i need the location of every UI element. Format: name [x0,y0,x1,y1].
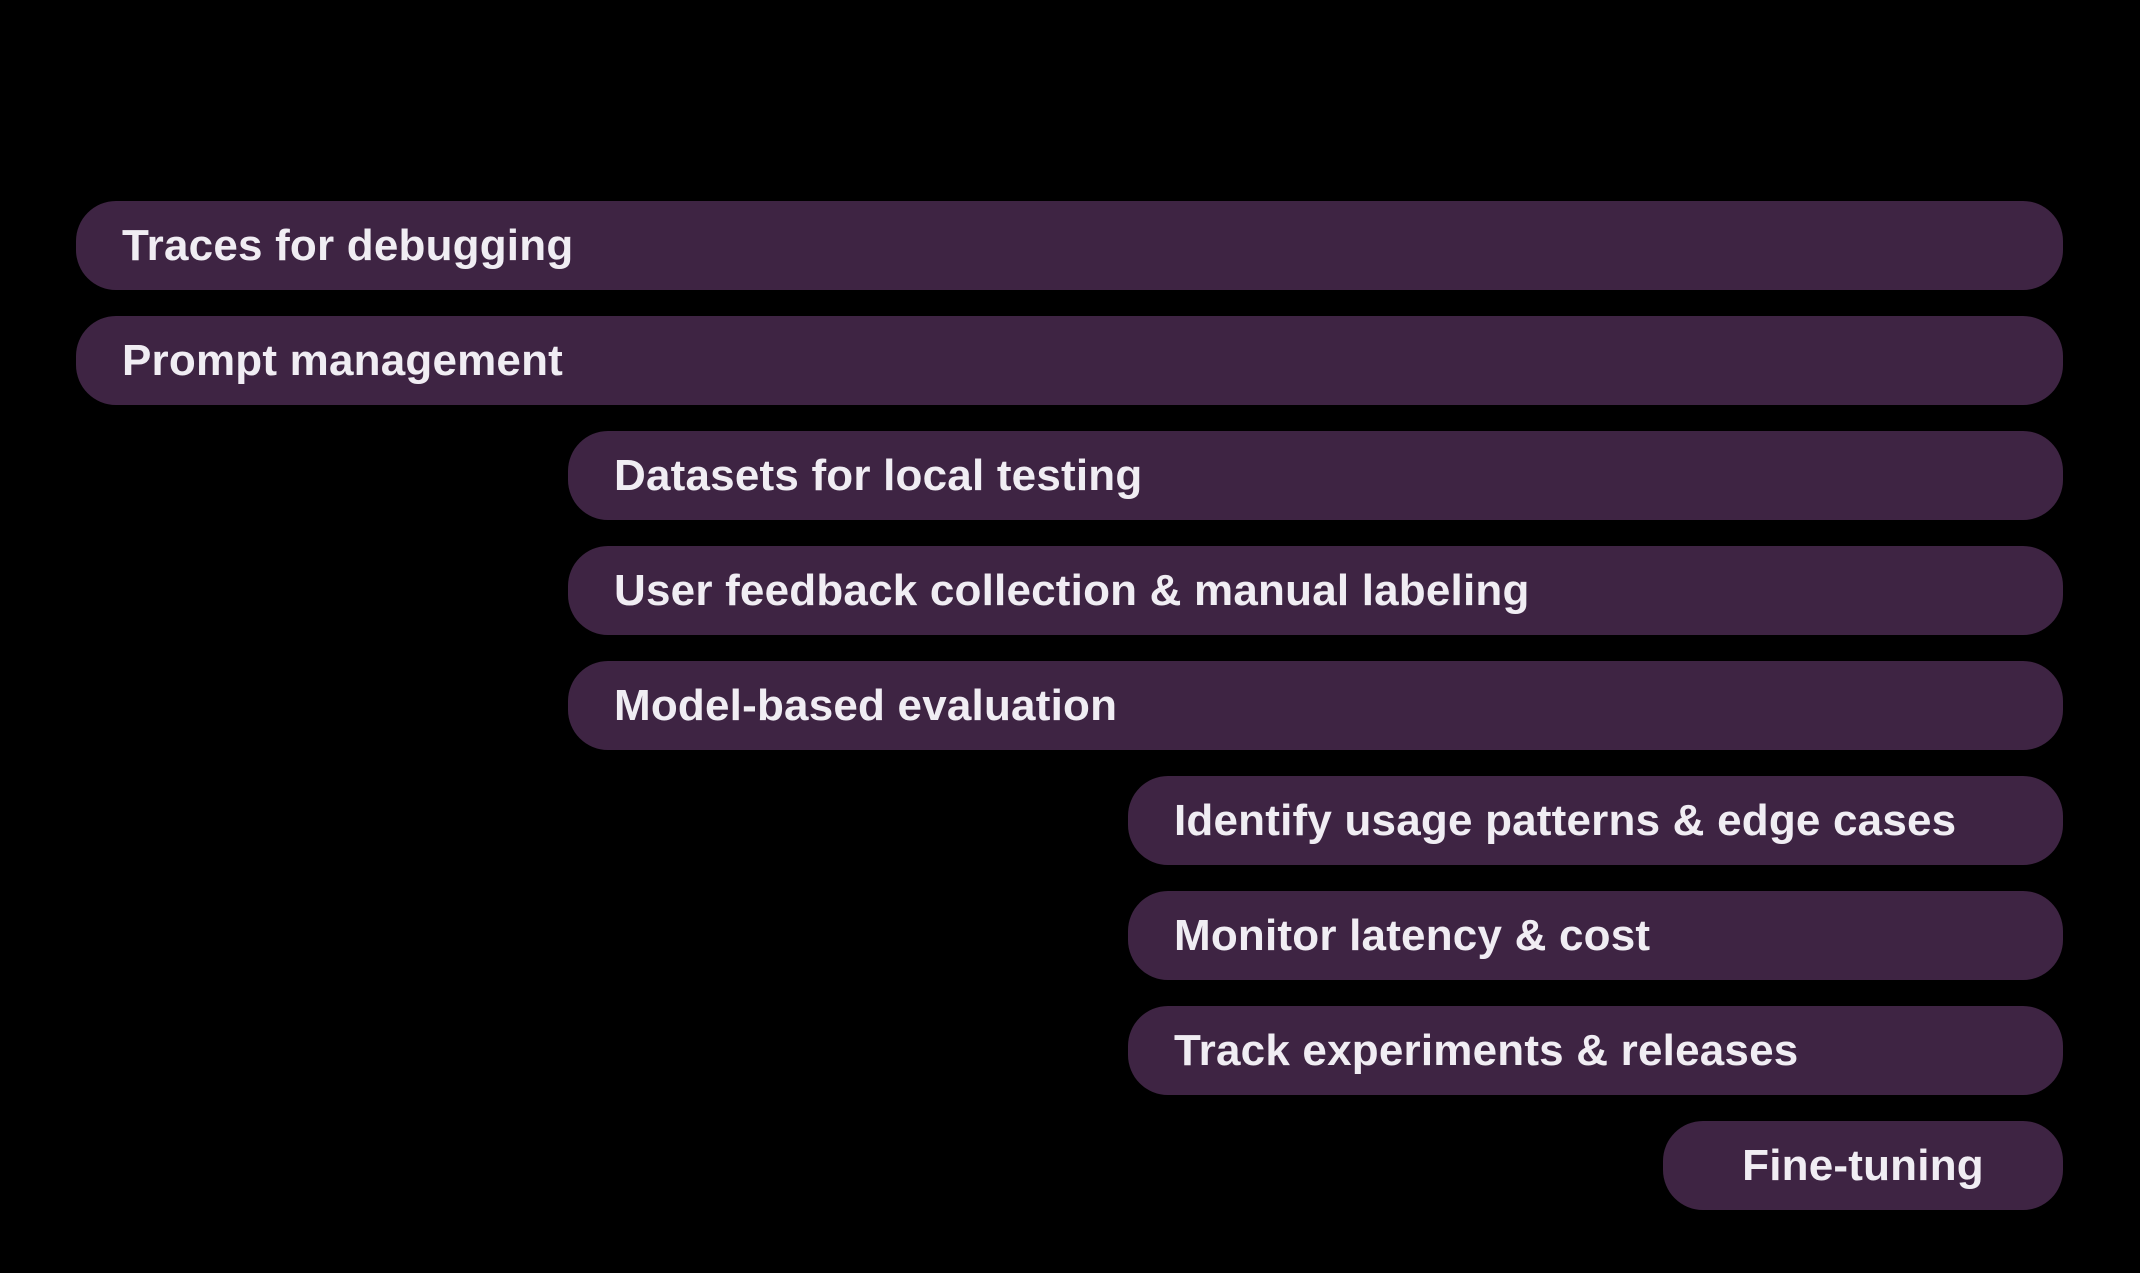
bar-track-experiments-releases: Track experiments & releases [1128,1006,2063,1095]
bar-label-prompt-management: Prompt management [122,335,564,385]
bar-label-track-experiments-releases: Track experiments & releases [1174,1025,1799,1075]
bar-label-identify-usage-patterns: Identify usage patterns & edge cases [1174,795,1957,845]
bar-label-fine-tuning: Fine-tuning [1742,1140,1984,1190]
bar-fine-tuning: Fine-tuning [1663,1121,2063,1210]
bar-datasets-for-local-testing: Datasets for local testing [568,431,2063,520]
bar-model-based-evaluation: Model-based evaluation [568,661,2063,750]
bar-traces-for-debugging: Traces for debugging [76,201,2063,290]
bar-label-model-based-evaluation: Model-based evaluation [614,680,1118,730]
bar-label-user-feedback-collection: User feedback collection & manual labeli… [614,565,1530,615]
bar-label-monitor-latency-cost: Monitor latency & cost [1174,910,1651,960]
bar-monitor-latency-cost: Monitor latency & cost [1128,891,2063,980]
bar-identify-usage-patterns: Identify usage patterns & edge cases [1128,776,2063,865]
bar-label-traces-for-debugging: Traces for debugging [122,220,574,270]
bar-prompt-management: Prompt management [76,316,2063,405]
bar-user-feedback-collection: User feedback collection & manual labeli… [568,546,2063,635]
bar-label-datasets-for-local-testing: Datasets for local testing [614,450,1143,500]
